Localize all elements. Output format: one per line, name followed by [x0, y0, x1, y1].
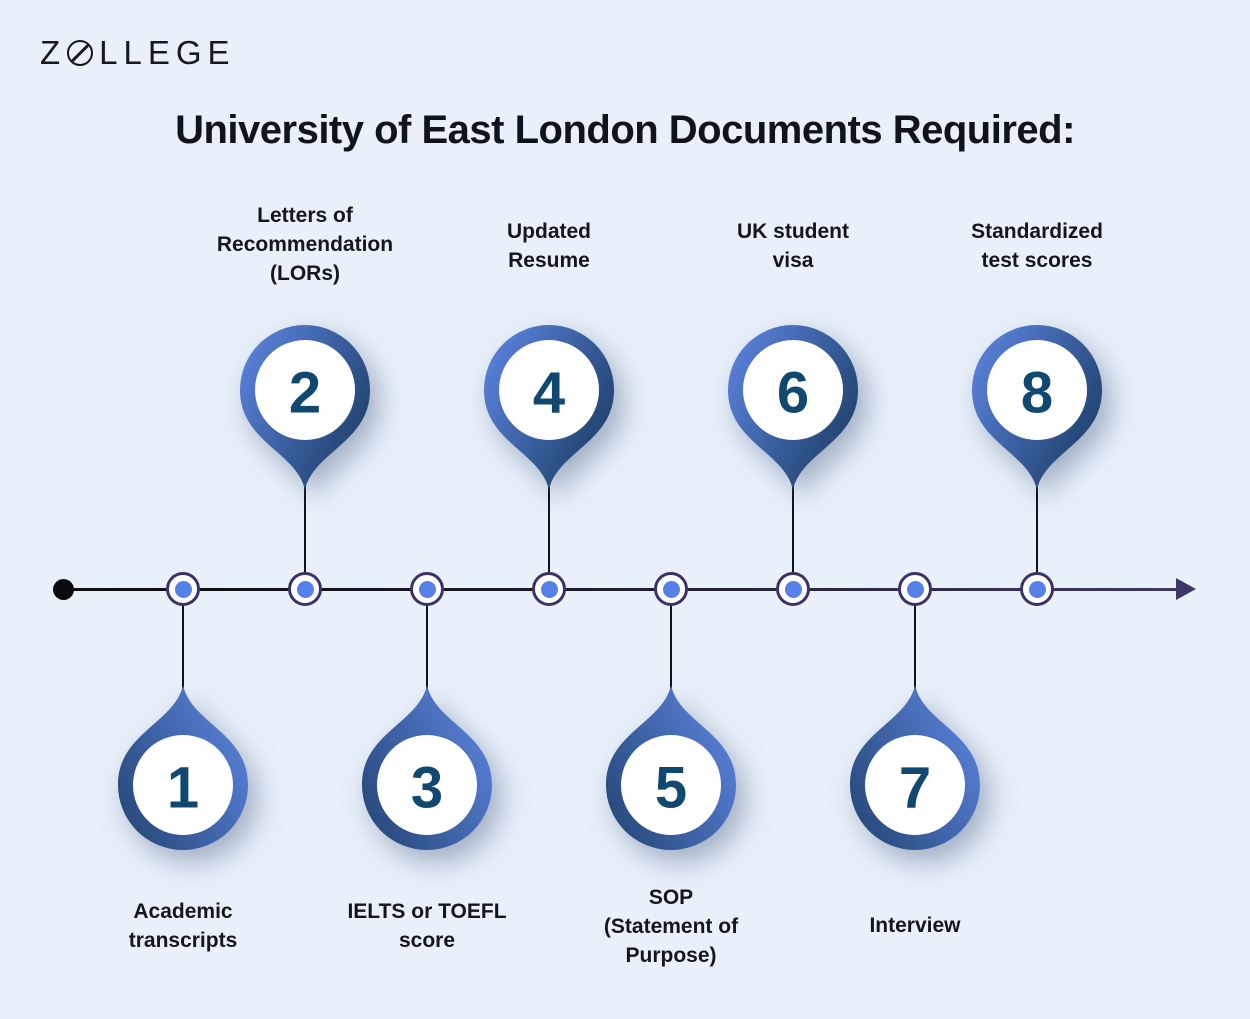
item-number: 7: [899, 756, 931, 821]
item-label: Interview: [869, 914, 961, 937]
item-label: Letters of Recommendation (LORs): [216, 204, 394, 285]
logo-text-pre: Z: [40, 34, 67, 71]
node-dot: [662, 580, 680, 598]
timeline-node: [1020, 572, 1054, 606]
item-label: Academic transcripts: [128, 900, 238, 952]
node-dot: [906, 580, 924, 598]
item-number: 2: [289, 361, 321, 426]
brand-logo: Z LLEGE: [40, 34, 236, 72]
node-dot: [540, 580, 558, 598]
timeline-node: [410, 572, 444, 606]
item-number: 8: [1021, 361, 1053, 426]
map-pin-icon: 7: [850, 685, 980, 850]
item-label: IELTS or TOEFL score: [347, 900, 507, 952]
map-pin-icon: 1: [118, 685, 248, 850]
item-label: UK student visa: [737, 220, 849, 272]
map-pin-icon: 3: [362, 685, 492, 850]
page-title: University of East London Documents Requ…: [175, 108, 1075, 152]
item-number: 1: [167, 756, 199, 821]
node-dot: [784, 580, 802, 598]
map-pin-icon: 4: [484, 325, 614, 490]
item-number: 5: [655, 756, 687, 821]
timeline-axis-line: [63, 588, 1179, 591]
node-dot: [418, 580, 436, 598]
map-pin-icon: 2: [240, 325, 370, 490]
item-label: SOP (Statement of Purpose): [603, 886, 739, 967]
timeline-node: [776, 572, 810, 606]
item-number: 6: [777, 361, 809, 426]
timeline-node: [166, 572, 200, 606]
node-dot: [174, 580, 192, 598]
item-label: Standardized test scores: [971, 220, 1103, 272]
item-number: 3: [411, 756, 443, 821]
timeline-node: [898, 572, 932, 606]
logo-text-post: LLEGE: [99, 34, 236, 71]
arrow-right-icon: [1176, 578, 1196, 600]
node-dot: [296, 580, 314, 598]
slashed-o-icon: [67, 40, 94, 66]
map-pin-icon: 5: [606, 685, 736, 850]
timeline-node: [288, 572, 322, 606]
node-dot: [1028, 580, 1046, 598]
item-number: 4: [533, 361, 565, 426]
map-pin-icon: 6: [728, 325, 858, 490]
timeline-node: [654, 572, 688, 606]
timeline-node: [532, 572, 566, 606]
item-label: Updated Resume: [507, 220, 591, 272]
map-pin-icon: 8: [972, 325, 1102, 490]
